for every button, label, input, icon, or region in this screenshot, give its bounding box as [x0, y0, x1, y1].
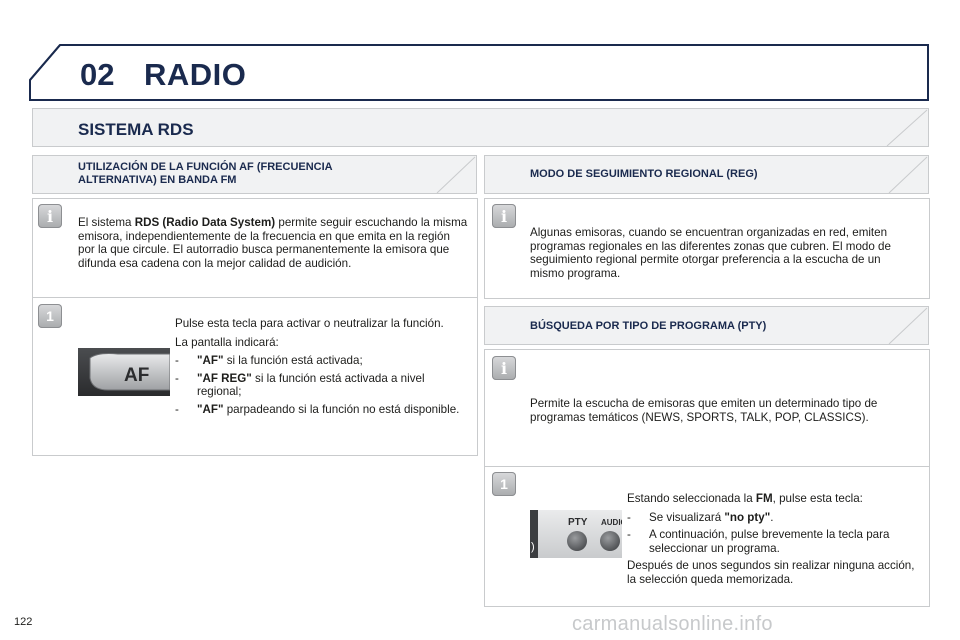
- header-banner: [29, 44, 929, 101]
- watermark: carmanualsonline.info: [572, 613, 773, 635]
- step-one-icon: 1: [38, 304, 62, 328]
- af-step-display: La pantalla indicará:: [175, 335, 279, 349]
- af-button-image: AF: [78, 348, 170, 396]
- pty-title-bar: [484, 306, 929, 345]
- af-info-rest: permite seguir escuchando la misma emiso…: [78, 216, 468, 270]
- af-step-press: Pulse esta tecla para activar o neutrali…: [175, 317, 444, 330]
- section-bar: [32, 108, 929, 147]
- af-info-bold: RDS (Radio Data System): [134, 216, 276, 229]
- af-list-item: - "AF REG" si la función está activada a…: [175, 371, 425, 399]
- page-number: 122: [14, 616, 33, 628]
- chapter-title: RADIO: [144, 57, 247, 92]
- af-info-intro: El sistema: [78, 216, 132, 229]
- af-divider: [32, 297, 478, 298]
- pty-closing-text: Después de unos segundos sin realizar ni…: [627, 559, 915, 586]
- audio-button-label: AUDIO OK: [601, 518, 622, 527]
- af-title-bar: [32, 155, 477, 194]
- pty-panel: [484, 349, 930, 607]
- info-icon: i: [492, 356, 516, 380]
- pty-list-item: - Se visualizará "no pty".: [627, 510, 774, 524]
- reg-panel: [484, 198, 930, 299]
- svg-text:): ): [531, 541, 535, 553]
- section-title: SISTEMA RDS: [78, 120, 194, 139]
- af-section-title: UTILIZACIÓN DE LA FUNCIÓN AF (FRECUENCIA…: [78, 161, 333, 186]
- info-icon: i: [38, 204, 62, 228]
- pty-step-text: Estando seleccionada la FM, pulse esta t…: [627, 492, 922, 592]
- pty-button-label: PTY: [568, 517, 588, 528]
- pty-list-item: - A continuación, pulse brevemente la te…: [627, 528, 890, 555]
- reg-info-text: Algunas emisoras, cuando se encuentran o…: [530, 226, 891, 280]
- pty-step-intro: Estando seleccionada la FM, pulse esta t…: [627, 492, 863, 505]
- pty-button-image: ) PTY AUDIO OK: [530, 510, 622, 558]
- af-list-item: - "AF" parpadeando si la función no está…: [175, 402, 460, 416]
- af-step-text: Pulse esta tecla para activar o neutrali…: [175, 317, 465, 421]
- reg-section-title: MODO DE SEGUIMIENTO REGIONAL (REG): [530, 168, 758, 180]
- pty-section-title: BÚSQUEDA POR TIPO DE PROGRAMA (PTY): [530, 320, 767, 332]
- step-one-icon: 1: [492, 472, 516, 496]
- info-icon: i: [492, 204, 516, 228]
- af-list-item: - "AF" si la función está activada;: [175, 354, 363, 368]
- pty-divider: [484, 466, 930, 467]
- af-button-label: AF: [124, 365, 149, 386]
- reg-title-bar: [484, 155, 929, 194]
- pty-info-text: Permite la escucha de emisoras que emite…: [530, 397, 878, 424]
- af-info-text: El sistema RDS (Radio Data System) permi…: [78, 216, 468, 270]
- af-panel: [32, 198, 478, 456]
- chapter-number: 02: [80, 57, 115, 92]
